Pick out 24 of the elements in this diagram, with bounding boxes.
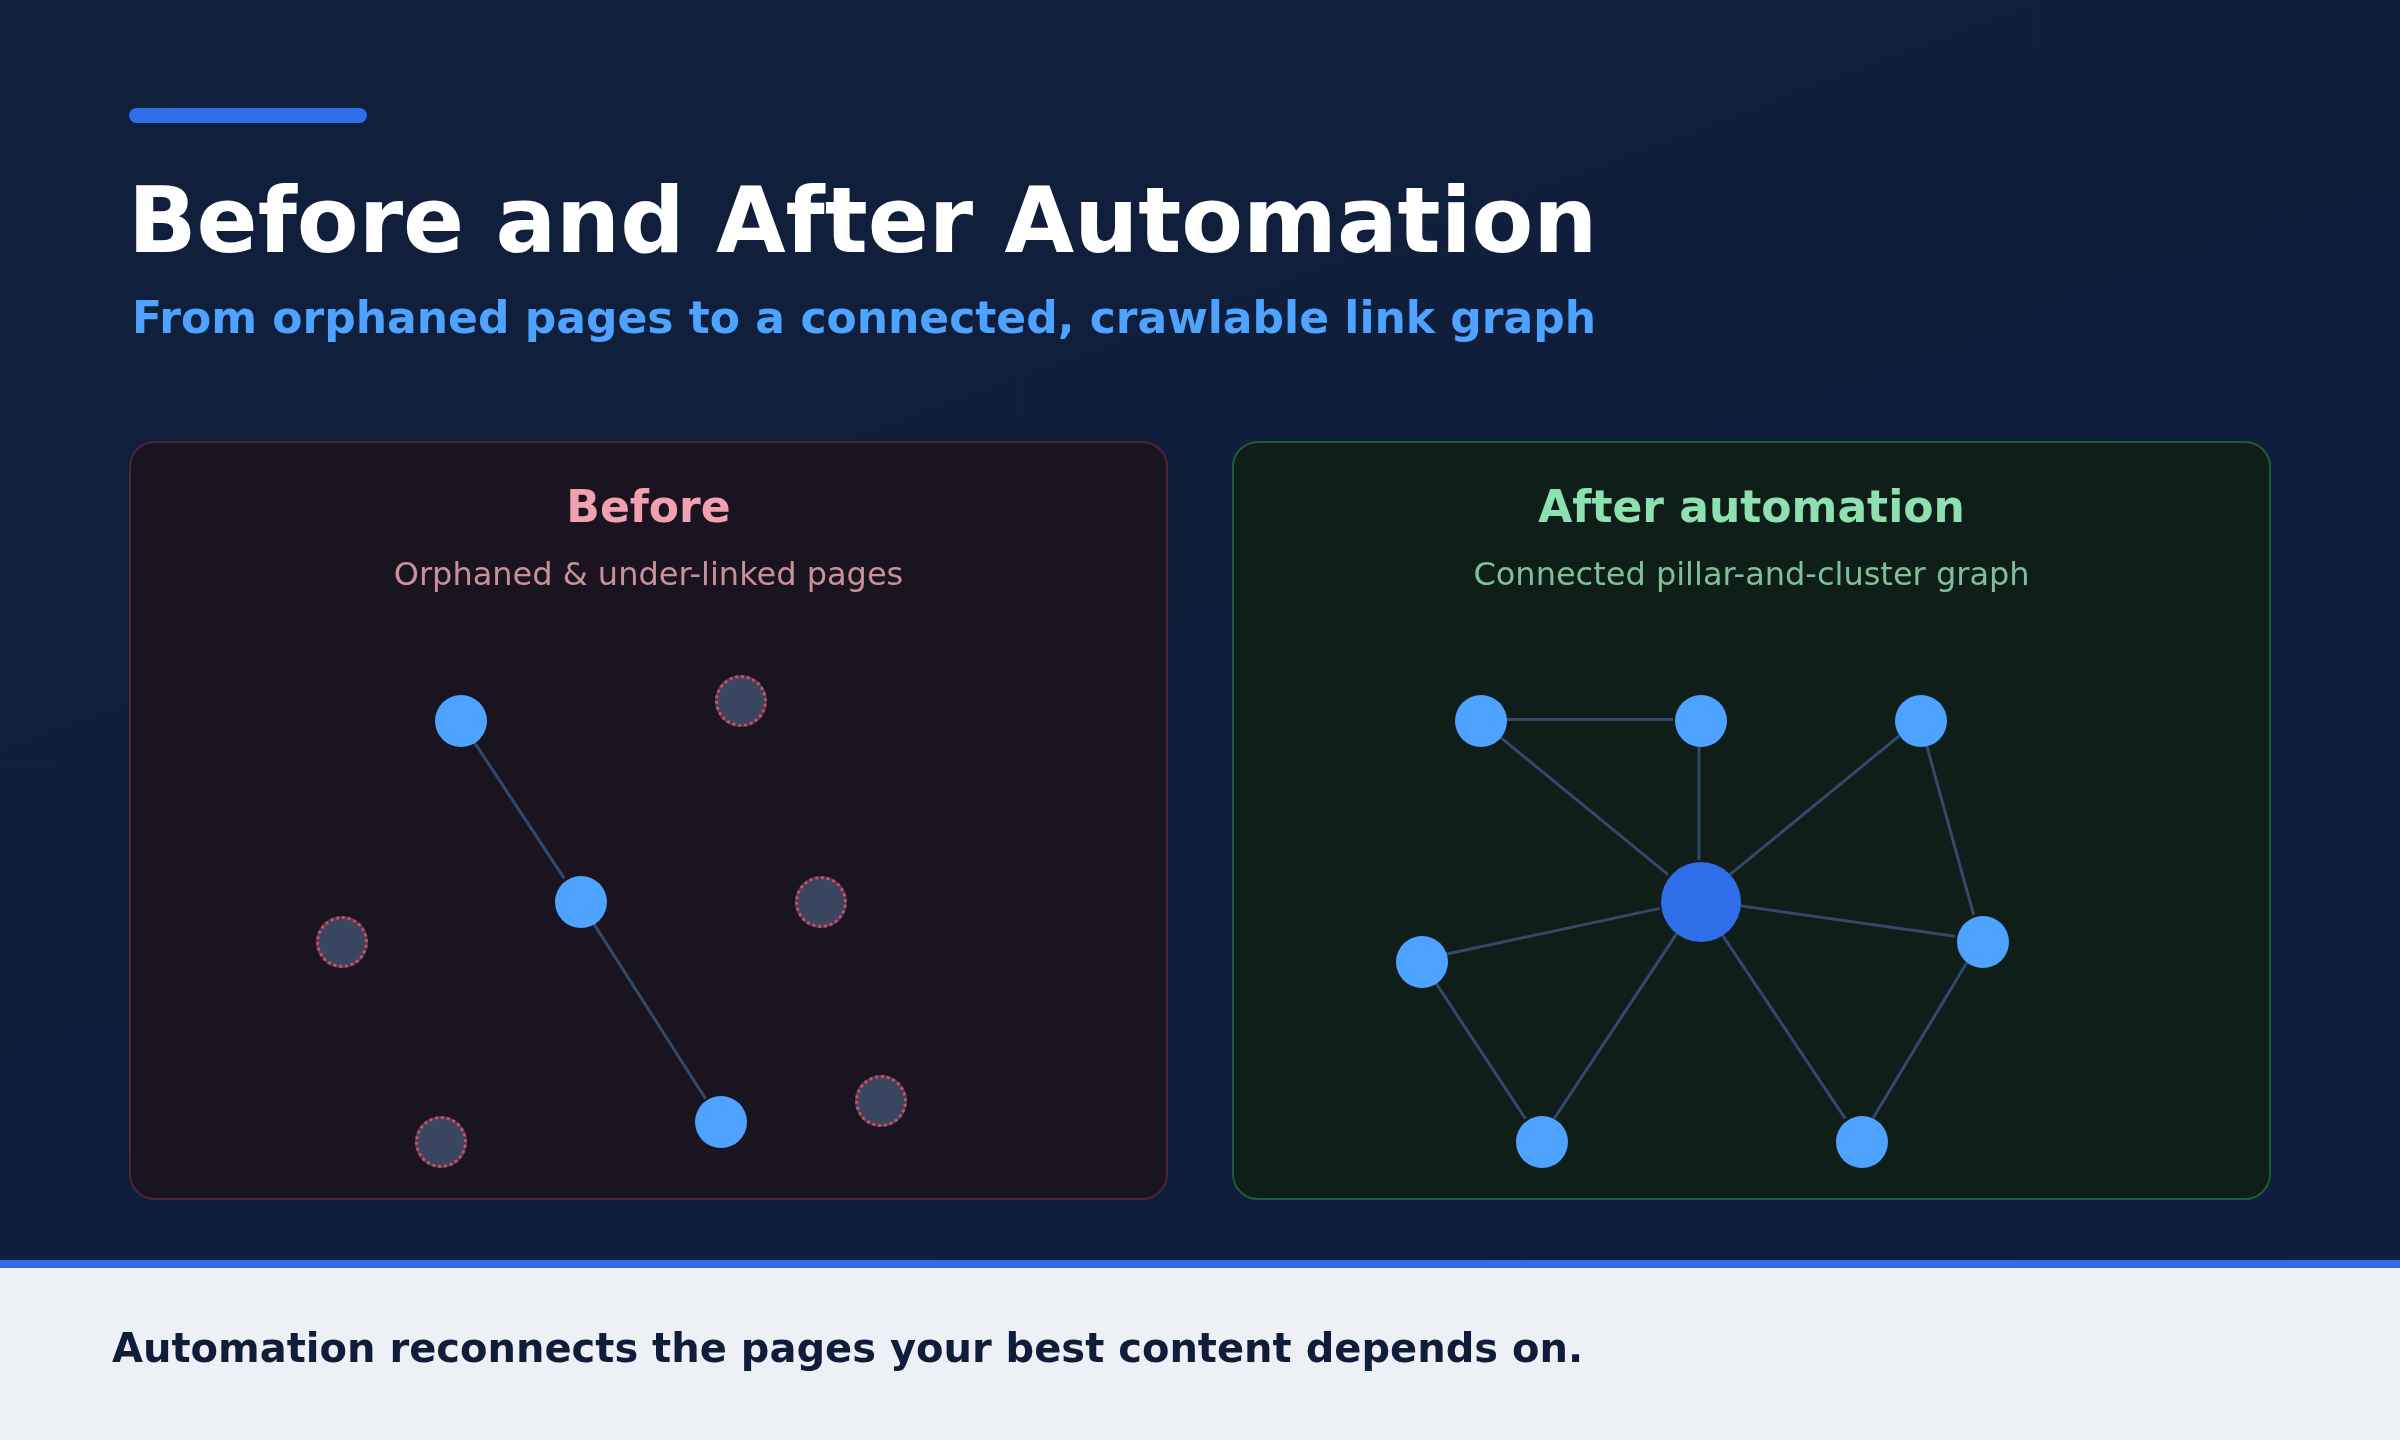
- subtitle: From orphaned pages to a connected, crawlable link graph: [132, 292, 1597, 343]
- orphan-page-node: [794, 876, 847, 928]
- link-line: [1738, 904, 1956, 938]
- link-line: [1924, 744, 1976, 916]
- link-line: [591, 921, 707, 1100]
- panel-heading: Before: [565, 481, 732, 532]
- panel-subtitle: Connected pillar-and-cluster graph: [1472, 555, 2031, 593]
- linked-page-node: [554, 876, 607, 928]
- panel-card: [1232, 441, 2271, 1200]
- link-line: [472, 740, 566, 880]
- link-line: [1697, 745, 1701, 860]
- panel-subtitle: Orphaned & under-linked pages: [392, 555, 905, 593]
- linked-page-node: [435, 695, 488, 748]
- title: Before and After Automation: [128, 168, 1598, 273]
- link-line: [1445, 906, 1661, 956]
- link-line: [1504, 717, 1673, 721]
- link-line: [1552, 932, 1679, 1120]
- link-line: [1719, 932, 1847, 1120]
- pillar-page-node: [1660, 862, 1741, 942]
- panel-card: [129, 441, 1168, 1200]
- caption: Automation reconnects the pages your best content depends on.: [112, 1325, 1584, 1371]
- link-line: [1728, 734, 1901, 876]
- panel-heading: After automation: [1537, 481, 1966, 532]
- link-line: [1871, 961, 1969, 1119]
